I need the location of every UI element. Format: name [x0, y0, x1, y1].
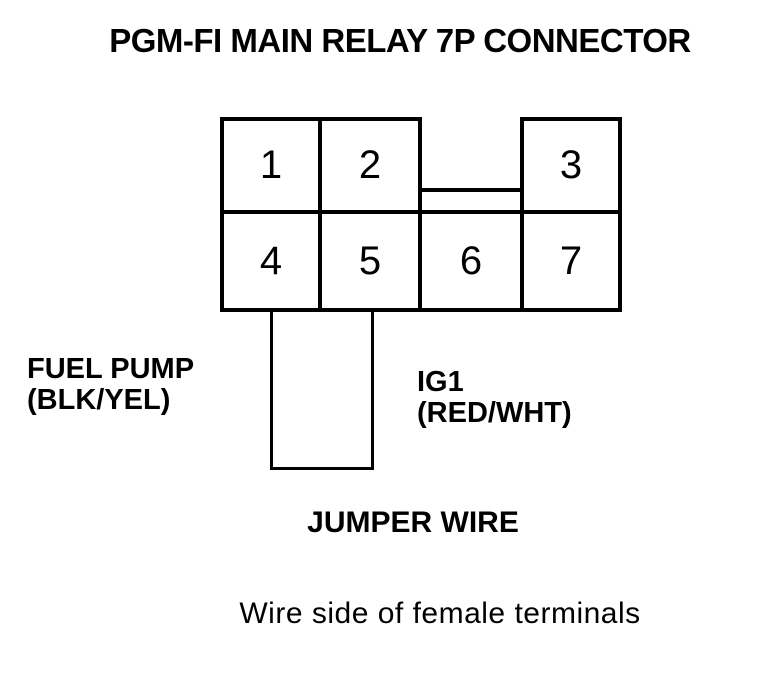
pin-2-number: 2: [358, 143, 382, 187]
label-fuel-pump-name: FUEL PUMP: [27, 353, 195, 385]
page-title: PGM-FI MAIN RELAY 7P CONNECTOR: [109, 22, 691, 59]
pin-5-number: 5: [358, 238, 382, 283]
pin-7: 7: [524, 214, 618, 308]
connector-edge-right: [618, 117, 622, 312]
label-jumper-wire: JUMPER WIRE: [307, 506, 519, 539]
connector-divider-v2: [418, 117, 422, 312]
pin-2: 2: [322, 121, 418, 210]
pin-7-number: 7: [559, 238, 583, 283]
connector-edge-left: [220, 117, 224, 312]
pin-4-number: 4: [259, 238, 283, 283]
connector-divider-v3: [520, 117, 524, 312]
caption-wire-side: Wire side of female terminals: [239, 597, 641, 630]
label-ig1-color: (RED/WHT): [417, 397, 572, 429]
pin-5: 5: [322, 214, 418, 308]
pin-6: 6: [422, 214, 520, 308]
pin-3-number: 3: [559, 143, 583, 187]
label-fuel-pump-color: (BLK/YEL): [27, 384, 171, 416]
pin-4: 4: [224, 214, 318, 308]
pin-3: 3: [524, 121, 618, 210]
connector-edge-top-right: [520, 117, 622, 121]
pin-6-number: 6: [459, 238, 483, 283]
jumper-wire-shape: [270, 312, 374, 470]
label-ig1-name: IG1: [417, 366, 464, 398]
connector-notch-line: [418, 188, 524, 192]
pin-1-number: 1: [259, 143, 283, 187]
label-fuel-pump: FUEL PUMP (BLK/YEL): [27, 354, 194, 416]
pin-1: 1: [224, 121, 318, 210]
label-ig1: IG1 (RED/WHT): [417, 367, 572, 429]
connector-divider-v1: [318, 117, 322, 312]
